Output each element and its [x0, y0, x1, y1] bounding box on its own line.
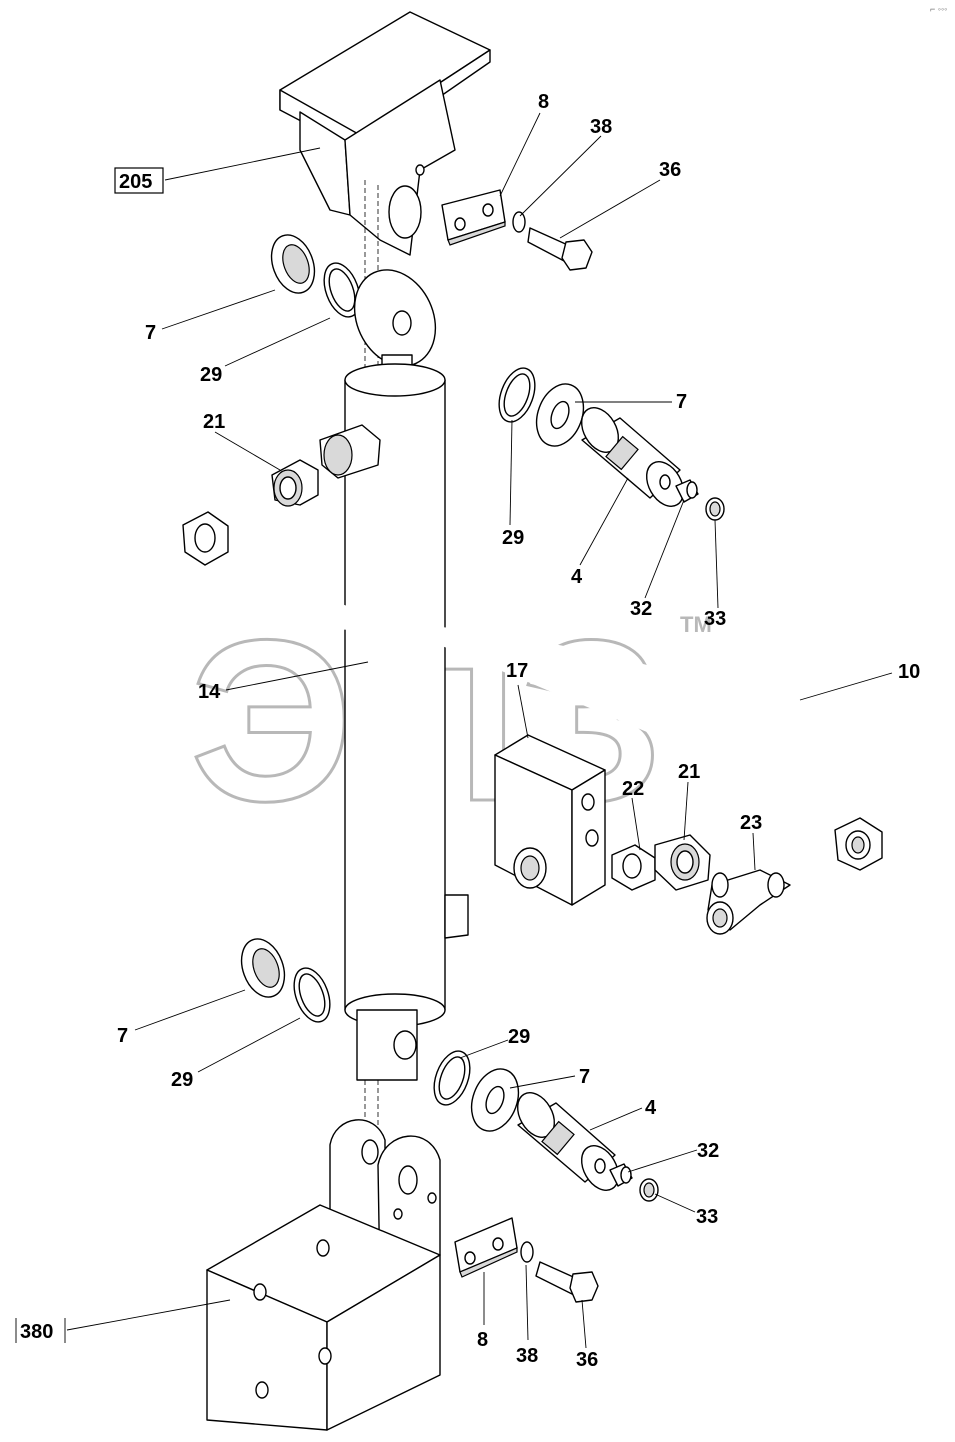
cap-bottom	[639, 1178, 659, 1202]
callout-14[interactable]: 14	[198, 681, 221, 703]
callout-7-bottom-left[interactable]: 7	[117, 1025, 128, 1047]
callout-10[interactable]: 10	[898, 661, 920, 683]
lock-plate-bottom	[454, 1217, 518, 1278]
callout-17[interactable]: 17	[506, 660, 528, 682]
callout-29-top-right[interactable]: 29	[502, 527, 524, 549]
callout-36-top[interactable]: 36	[659, 159, 681, 181]
callout-8-bottom[interactable]: 8	[477, 1329, 488, 1351]
cylinder-eye-hole	[392, 310, 412, 336]
grease-nipple-bottom	[609, 1163, 633, 1187]
adapter-fitting	[611, 844, 656, 891]
callout-21-middle[interactable]: 21	[678, 761, 700, 783]
watermark-tm: TM	[680, 612, 712, 637]
reference-label-380[interactable]: 380	[15, 1318, 66, 1343]
callout-29-bottom-right[interactable]: 29	[508, 1026, 530, 1048]
callout-4-bottom[interactable]: 4	[645, 1097, 657, 1119]
bolt-top	[527, 227, 593, 271]
callout-8-top[interactable]: 8	[538, 91, 549, 113]
callout-32-top[interactable]: 32	[630, 598, 652, 620]
corner-mark: ⌐ ◦◦◦	[930, 4, 947, 14]
lock-washer-bottom	[520, 1241, 534, 1263]
callout-29-top-left[interactable]: 29	[200, 364, 222, 386]
callout-4-top[interactable]: 4	[571, 566, 583, 588]
fitting-middle	[654, 834, 711, 891]
reference-380-text: 380	[20, 1321, 53, 1343]
hydraulic-cylinder-body	[319, 363, 469, 1081]
pin-bottom	[516, 1092, 620, 1191]
tee-fitting	[706, 869, 791, 935]
callout-7-top-right[interactable]: 7	[676, 391, 687, 413]
grease-nipple-top	[675, 479, 699, 503]
lock-washer-top	[512, 211, 526, 233]
callout-33-top[interactable]: 33	[704, 608, 726, 630]
callout-38-bottom[interactable]: 38	[516, 1345, 538, 1367]
hydraulic-hose	[150, 511, 907, 871]
callouts: 8 38 36 7 29 21 7 29 4 32 33 14 17 10 22…	[117, 91, 920, 1371]
fitting-top-left	[271, 459, 319, 507]
callout-23[interactable]: 23	[740, 812, 762, 834]
callout-32-bottom[interactable]: 32	[697, 1140, 719, 1162]
cap-top	[705, 497, 725, 521]
lock-plate-top	[441, 189, 506, 246]
callout-7-bottom-right[interactable]: 7	[579, 1066, 590, 1088]
leader-lines	[66, 112, 893, 1349]
bottom-mounting-bracket	[206, 1119, 441, 1431]
top-mounting-bracket	[279, 11, 491, 256]
callout-22[interactable]: 22	[622, 778, 644, 800]
callout-7-top-left[interactable]: 7	[145, 322, 156, 344]
callout-21-top[interactable]: 21	[203, 411, 225, 433]
reference-205-text: 205	[119, 171, 152, 193]
callout-36-bottom[interactable]: 36	[576, 1349, 598, 1371]
reference-label-205[interactable]: 205	[114, 167, 164, 194]
bolt-bottom	[535, 1261, 599, 1303]
callout-38-top[interactable]: 38	[590, 116, 612, 138]
valve-block	[494, 734, 606, 906]
pin-top	[580, 407, 685, 507]
callout-29-bottom-left[interactable]: 29	[171, 1069, 193, 1091]
callout-33-bottom[interactable]: 33	[696, 1206, 718, 1228]
